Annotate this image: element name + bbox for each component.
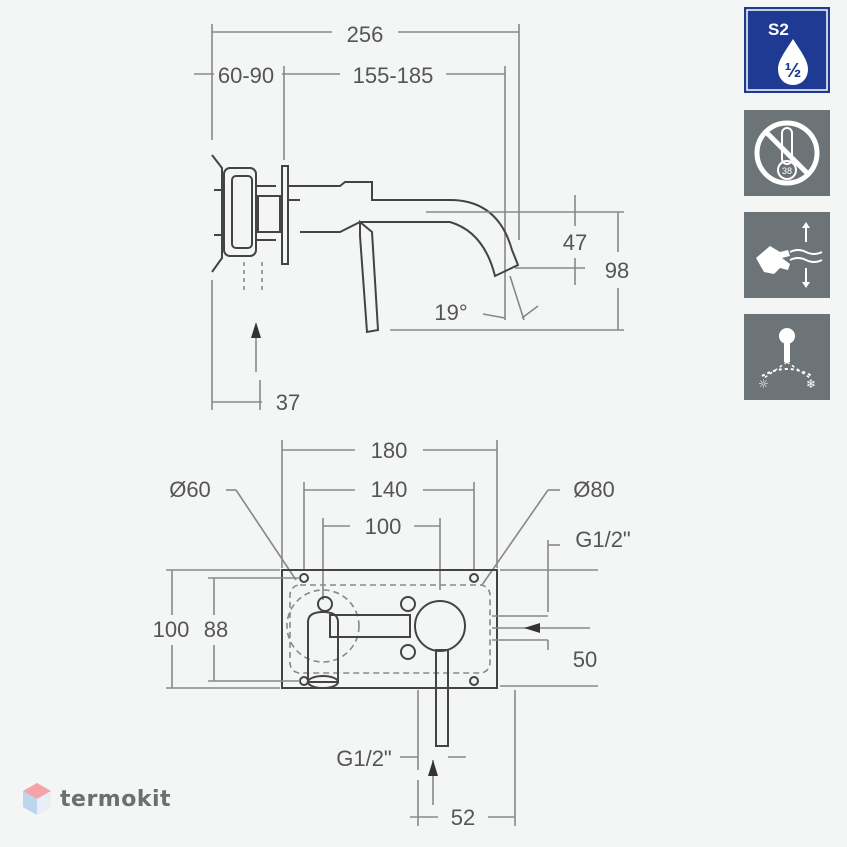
badge-s2-text: S2 xyxy=(768,20,789,39)
dim-diameter-right: Ø80 xyxy=(573,477,615,502)
dim-inner-height: 88 xyxy=(204,617,228,642)
lever-hot-cold-icon: ☼ ❄ xyxy=(744,314,830,400)
valve-body xyxy=(223,167,257,257)
dim-diameter-left: Ø60 xyxy=(169,477,211,502)
spout xyxy=(288,181,520,278)
side-view: 256 60-90 155-185 47 98 xyxy=(194,22,629,415)
svg-text:❄: ❄ xyxy=(806,377,816,391)
lever-handle xyxy=(359,219,380,334)
handle-disc xyxy=(414,600,466,652)
dim-side-offset: 50 xyxy=(573,647,597,672)
inlet-arrow xyxy=(251,322,261,338)
dim-wall-depth: 60-90 xyxy=(218,63,274,88)
bottom-inlet-arrow xyxy=(428,760,438,776)
dim-spout-reach: 155-185 xyxy=(353,63,434,88)
badge-no-hot-water: 38 xyxy=(744,110,830,196)
termokit-hexagon-logo-icon xyxy=(23,783,51,815)
wall-plate xyxy=(281,165,289,265)
wall-plate-front xyxy=(281,569,498,689)
no-hot-thermometer-icon: 38 xyxy=(744,110,830,196)
brand-logo: termokit xyxy=(22,782,171,816)
lever-front xyxy=(435,649,449,747)
badge-s2-water-saving: S2 ½ xyxy=(744,7,830,93)
dim-plate-width: 180 xyxy=(371,438,408,463)
thread-right-label: G1/2" xyxy=(575,527,631,552)
dim-height: 98 xyxy=(605,258,629,283)
dim-center-spacing: 100 xyxy=(365,514,402,539)
dim-spout-offset: 47 xyxy=(563,230,587,255)
badge-s2-subtext: ½ xyxy=(785,60,802,82)
spout-outlet xyxy=(307,610,339,683)
badge-lever-hot-cold: ☼ ❄ xyxy=(744,314,830,400)
badge-hand-flow xyxy=(744,212,830,298)
dim-overall-length: 256 xyxy=(347,22,384,47)
dim-inlet-offset: 37 xyxy=(276,390,300,415)
s2-half-water-drop-icon: S2 ½ xyxy=(744,7,830,93)
side-inlet-arrow xyxy=(524,623,540,633)
dim-hole-spacing: 140 xyxy=(371,477,408,502)
dim-plate-height: 100 xyxy=(153,617,190,642)
mounting-bracket xyxy=(211,154,223,273)
badge-temp-text: 38 xyxy=(782,166,792,176)
brand-name: termokit xyxy=(60,786,172,812)
hand-temperature-flow-icon xyxy=(744,212,830,298)
dim-spout-angle: 19° xyxy=(434,300,467,325)
front-view: 180 140 100 Ø60 Ø80 xyxy=(153,438,631,830)
svg-text:☼: ☼ xyxy=(758,377,769,391)
dim-bottom-offset: 52 xyxy=(451,805,475,830)
thread-bottom-label: G1/2" xyxy=(336,746,392,771)
